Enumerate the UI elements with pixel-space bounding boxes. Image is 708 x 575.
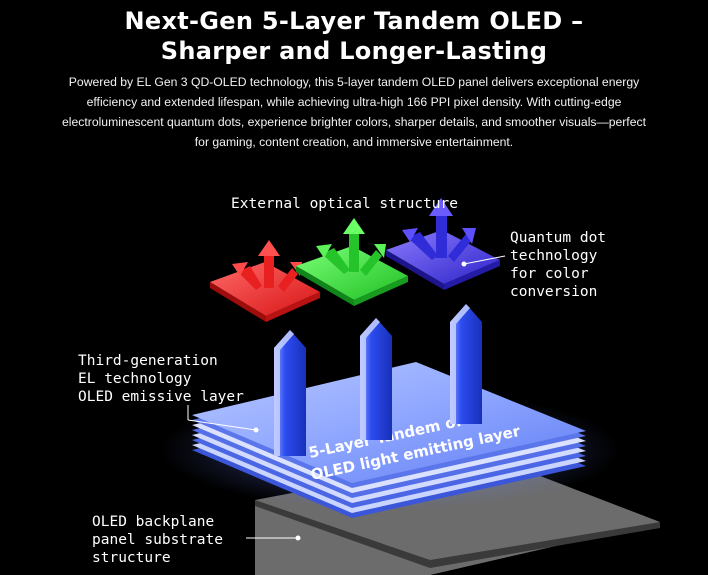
page-title-line-1: Next-Gen 5-Layer Tandem OLED – bbox=[124, 7, 584, 35]
emissive-pillar-3 bbox=[450, 304, 482, 424]
oled-layer-diagram: 5-Layer Tandem of OLED light emitting la… bbox=[160, 198, 660, 575]
label-el-technology: Third-generation EL technology OLED emis… bbox=[78, 353, 244, 405]
green-pixel-tile bbox=[296, 218, 408, 306]
emissive-pillar-2 bbox=[360, 318, 392, 440]
backplane-substrate-edge bbox=[255, 500, 660, 568]
label-backplane-substrate: OLED backplane panel substrate structure bbox=[92, 514, 223, 566]
leader-lines bbox=[187, 255, 506, 539]
page-title-line-2: Sharper and Longer-Lasting bbox=[160, 37, 548, 65]
leader-dots bbox=[253, 261, 467, 541]
red-pixel-tile bbox=[210, 240, 320, 322]
label-external-optical-structure: External optical structure bbox=[231, 196, 458, 212]
blue-pixel-tile bbox=[386, 198, 500, 290]
emissive-pillar-1 bbox=[274, 330, 306, 456]
page-description: Powered by EL Gen 3 QD-OLED technology, … bbox=[62, 75, 646, 149]
label-quantum-dot-technology: Quantum dot technology for color convers… bbox=[510, 230, 607, 300]
